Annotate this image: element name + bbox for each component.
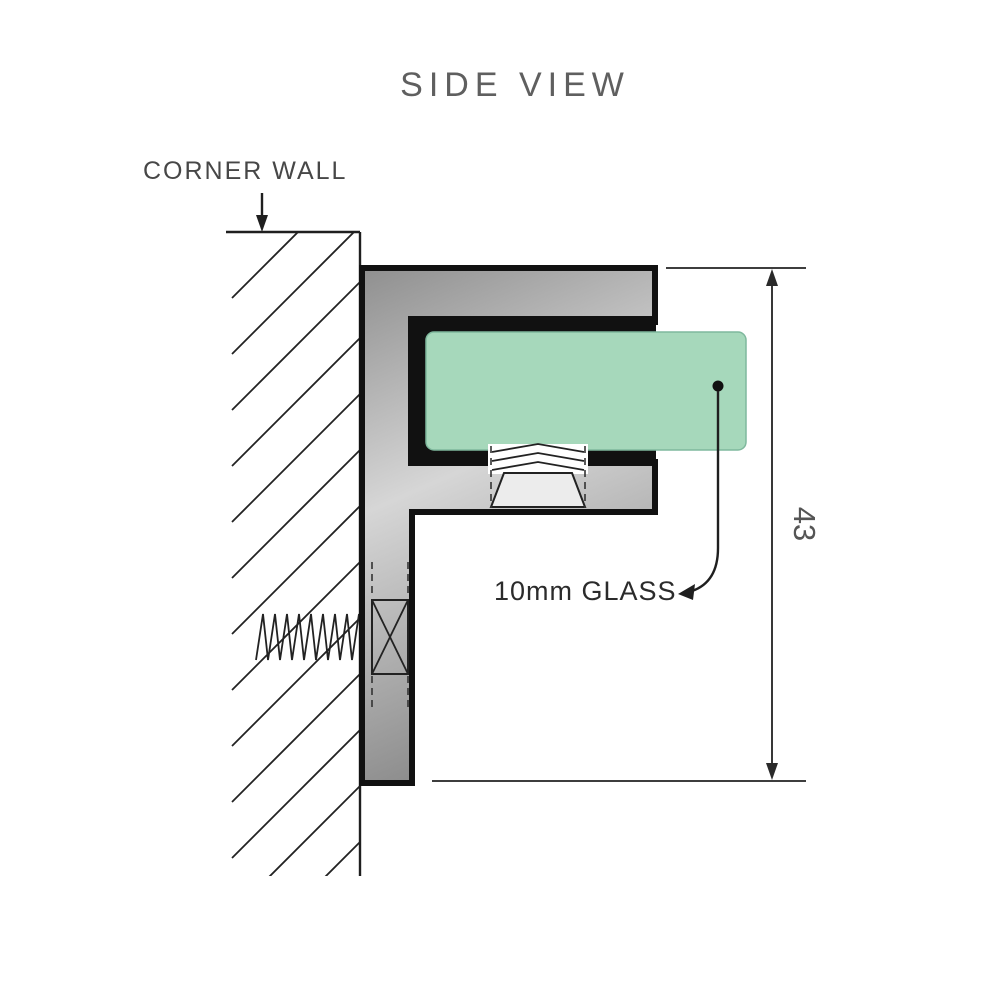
wall-hatching bbox=[231, 232, 361, 876]
wall-screw-head bbox=[371, 562, 409, 712]
dimension-43: 43 bbox=[432, 267, 822, 782]
grub-screw-cap bbox=[489, 472, 587, 508]
diagram-title: SIDE VIEW bbox=[400, 66, 630, 104]
dimension-arrow-down bbox=[766, 763, 778, 780]
glass-leader-dot bbox=[712, 380, 724, 392]
glass-leader-line bbox=[691, 391, 720, 593]
wall-screw-threads bbox=[255, 613, 369, 661]
glass-callout: 10mm GLASS bbox=[494, 380, 724, 606]
dimension-arrow-up bbox=[766, 269, 778, 286]
glass-leader-arrowhead bbox=[678, 584, 695, 600]
corner-wall-label: CORNER WALL bbox=[143, 157, 347, 185]
corner-wall-arrow bbox=[256, 193, 268, 232]
glass-panel bbox=[425, 331, 747, 451]
grub-screw bbox=[488, 443, 588, 508]
dimension-label: 43 bbox=[787, 507, 822, 541]
glass-label: 10mm GLASS bbox=[494, 576, 677, 606]
